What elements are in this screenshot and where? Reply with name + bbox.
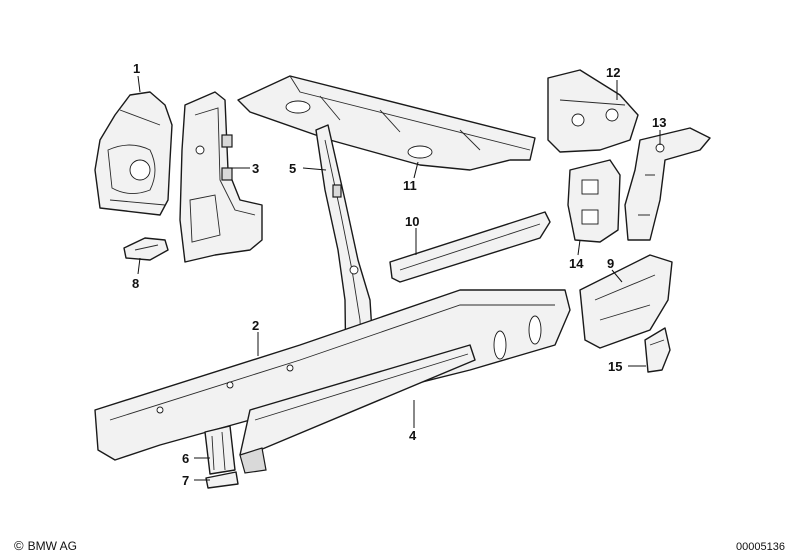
- part-9-floor-side-panel[interactable]: [579, 254, 673, 349]
- part-10-sill-reinforcement[interactable]: [389, 211, 551, 283]
- callout-5: 5: [289, 161, 296, 176]
- copyright-brand: © BMW AG: [14, 538, 77, 553]
- part-12-upper-bracket[interactable]: [547, 69, 639, 153]
- callout-15: 15: [608, 359, 622, 374]
- callout-12: 12: [606, 65, 620, 80]
- copyright-symbol: ©: [14, 538, 24, 553]
- callout-10: 10: [405, 214, 419, 229]
- part-11-parcel-shelf[interactable]: [237, 75, 536, 171]
- callout-3: 3: [252, 161, 259, 176]
- callout-2: 2: [252, 318, 259, 333]
- part-4-rocker-panel[interactable]: [239, 344, 476, 474]
- part-5-pillar[interactable]: [315, 124, 376, 386]
- callout-1: 1: [133, 61, 140, 76]
- part-8-bracket[interactable]: [123, 237, 169, 261]
- document-id: 00005136: [736, 541, 785, 553]
- part-2-side-frame[interactable]: [94, 289, 571, 461]
- callout-4: 4: [409, 428, 417, 443]
- part-13-corner-bracket[interactable]: [624, 127, 711, 241]
- callout-6: 6: [182, 451, 189, 466]
- callout-14: 14: [569, 256, 584, 271]
- part-3-pillar-inner[interactable]: [179, 91, 263, 263]
- brand-name: BMW AG: [27, 538, 77, 553]
- callout-labels: 1 2 3 4 5 6 7 8 9 10 11 12 13 14 15: [132, 61, 666, 488]
- part-1-quarter-panel-inner[interactable]: [94, 91, 173, 216]
- callout-8: 8: [132, 276, 139, 291]
- callout-9: 9: [607, 256, 614, 271]
- leader-lines: [137, 75, 661, 481]
- part-15-mounting-bracket[interactable]: [644, 327, 671, 373]
- callout-7: 7: [182, 473, 189, 488]
- part-14-side-bracket[interactable]: [567, 159, 621, 243]
- callout-11: 11: [403, 178, 417, 193]
- part-6-bracket[interactable]: [204, 425, 236, 475]
- callout-13: 13: [652, 115, 666, 130]
- part-7-plate[interactable]: [205, 471, 239, 489]
